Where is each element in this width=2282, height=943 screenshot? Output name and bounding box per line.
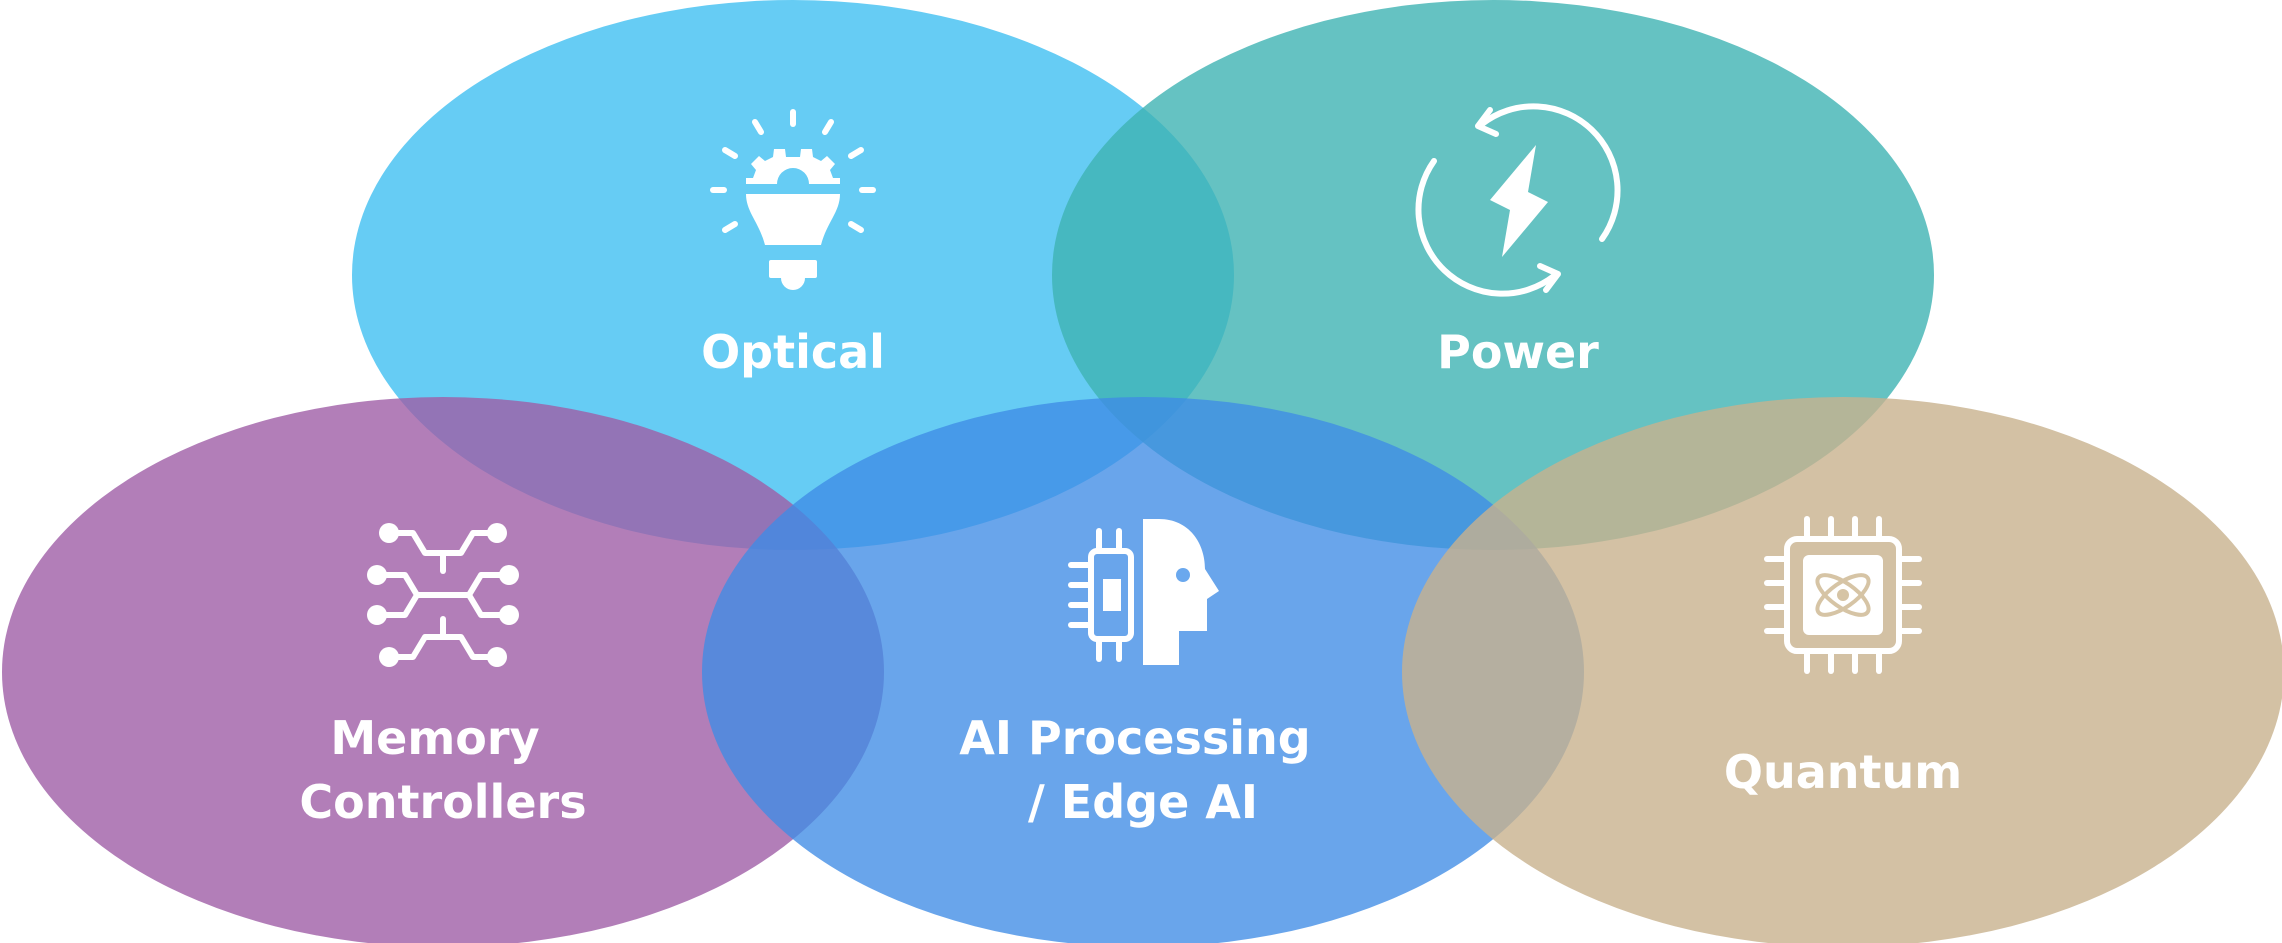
ai-head-chip-icon xyxy=(1068,519,1219,665)
power-label: Power xyxy=(1437,325,1599,379)
optical-label: Optical xyxy=(701,325,885,379)
ai-ellipse xyxy=(702,397,1584,943)
circuit-traces-icon xyxy=(367,523,519,667)
quantum-label-line-1: Quantum xyxy=(1724,745,1962,799)
lightbulb-gear-icon xyxy=(710,109,876,290)
ai-label: AI Processing / Edge AI xyxy=(959,711,1326,829)
memory-label-line-2: Controllers xyxy=(299,775,586,829)
memory-label-line-1: Memory xyxy=(330,711,539,765)
power-label-line-1: Power xyxy=(1437,325,1599,379)
power-cycle-bolt-icon xyxy=(1415,103,1621,297)
memory-label: Memory Controllers xyxy=(299,711,586,829)
optical-label-line-1: Optical xyxy=(701,325,885,379)
memory-ellipse xyxy=(2,397,884,943)
ai-label-line-2: / Edge AI xyxy=(1028,775,1258,829)
ai-label-line-1: AI Processing xyxy=(959,711,1310,765)
quantum-ellipse xyxy=(1402,397,2282,943)
quantum-label: Quantum xyxy=(1724,745,1962,799)
quantum-chip-icon xyxy=(1764,516,1922,674)
